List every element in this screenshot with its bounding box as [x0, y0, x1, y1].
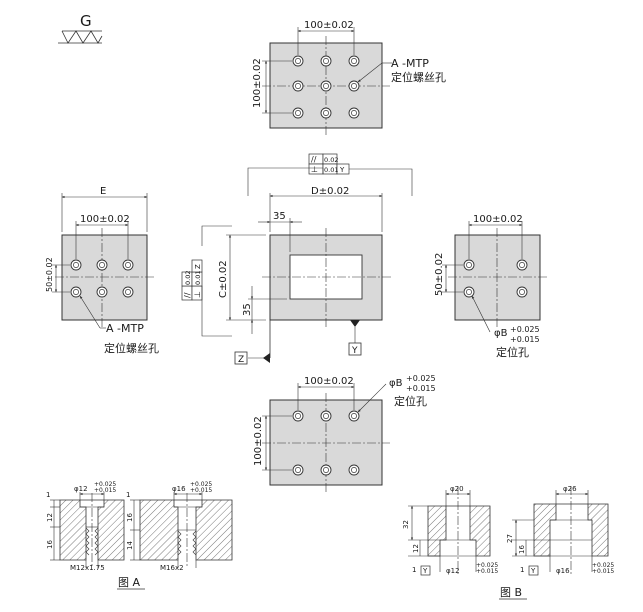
figure-b: φ20 32 12 1 Y φ12 +0.025 +0.015 [402, 485, 614, 600]
figure-a-left-thread: M12x1.75 [70, 564, 105, 572]
frame-dim-35-top: 35 [273, 211, 286, 222]
svg-text:+0.025: +0.025 [190, 481, 212, 488]
svg-text:1: 1 [46, 491, 50, 499]
svg-text:12: 12 [412, 544, 420, 553]
svg-text:12: 12 [46, 513, 54, 522]
datum-y-label: Y [351, 346, 358, 356]
svg-text:0.02: 0.02 [324, 156, 338, 164]
svg-text:Z: Z [194, 264, 202, 269]
bottom-plate-callout-b: 定位孔 [394, 394, 427, 408]
svg-text:27: 27 [506, 534, 514, 543]
left-plate-dim-v: 50±0.02 [45, 257, 54, 292]
frame-dim-c: C±0.02 [218, 260, 229, 298]
svg-text://: // [311, 155, 317, 164]
svg-text:0.02: 0.02 [184, 271, 192, 285]
top-plate-dim-h: 100±0.02 [304, 20, 354, 31]
svg-text:+0.015: +0.015 [476, 568, 498, 575]
frame-dim-d: D±0.02 [311, 186, 349, 197]
svg-text:φ12: φ12 [74, 485, 88, 493]
roughness-letter: G [80, 12, 92, 30]
svg-text:0.01: 0.01 [194, 271, 202, 285]
svg-text:0.01: 0.01 [324, 166, 338, 174]
svg-text:⊥: ⊥ [311, 165, 318, 174]
bottom-plate-dim-v: 100±0.02 [253, 416, 264, 466]
svg-text:φ26: φ26 [563, 485, 577, 493]
svg-text://: // [183, 292, 192, 298]
right-plate-holes [463, 259, 528, 298]
top-plate-holes [292, 55, 360, 119]
svg-text:16: 16 [46, 540, 54, 549]
svg-text:16: 16 [126, 513, 134, 522]
bottom-plate-tol-upper: +0.025 [406, 374, 436, 383]
figure-a-right-section: 1 16 14 φ16 +0.025 +0.015 M16x2 [126, 481, 233, 572]
svg-text:1: 1 [520, 566, 524, 574]
svg-text:φ12: φ12 [446, 567, 460, 575]
center-frame: // 0.02 ⊥ 0.01 Y D±0.02 35 C±0.02 35 [181, 153, 413, 365]
right-plate-tol-upper: +0.025 [510, 325, 540, 334]
left-plate-dim-h: 100±0.02 [80, 214, 130, 225]
left-plate-callout-b: 定位螺丝孔 [104, 341, 159, 355]
svg-text:1: 1 [412, 566, 416, 574]
right-plate: 100±0.02 50±0.02 φB +0.025 +0.015 定位孔 [434, 214, 548, 359]
svg-text:Y: Y [422, 567, 428, 575]
top-plate-dim-v: 100±0.02 [252, 58, 263, 108]
left-plate-dim-e: E [100, 186, 106, 197]
svg-text:Y: Y [530, 567, 536, 575]
frame-dim-35-left: 35 [242, 303, 253, 316]
figure-b-left-section: φ20 32 12 1 Y φ12 +0.025 +0.015 [402, 485, 498, 576]
figure-a-label: 图 A [118, 576, 140, 589]
top-plate-callout-a: A -MTP [391, 57, 429, 70]
figure-b-right-section: φ26 27 16 1 Y φ16 +0.025 +0.015 [506, 485, 614, 576]
figure-a: 1 12 16 φ12 +0.025 +0.015 M12x1.75 [46, 481, 233, 590]
figure-b-label: 图 B [500, 586, 522, 599]
svg-text:+0.015: +0.015 [190, 487, 212, 494]
left-plate-body [61, 234, 148, 321]
bottom-plate-dim-h: 100±0.02 [304, 376, 354, 387]
svg-text:φ16: φ16 [556, 567, 570, 575]
bottom-plate-callout-a: φB [389, 378, 403, 389]
left-plate-holes [70, 259, 134, 298]
svg-text:⊥: ⊥ [193, 291, 202, 298]
right-plate-tol-lower: +0.015 [510, 335, 540, 344]
svg-text:+0.025: +0.025 [476, 562, 498, 569]
left-plate: E 100±0.02 50±0.02 A -MTP 定位螺丝孔 [45, 186, 159, 355]
svg-text:Y: Y [339, 166, 345, 174]
right-plate-body [454, 234, 541, 321]
top-plate-callout-b: 定位螺丝孔 [391, 70, 446, 84]
roughness-symbol: G [58, 12, 103, 44]
svg-text:16: 16 [518, 545, 526, 554]
left-plate-callout-a: A -MTP [106, 322, 144, 335]
svg-text:+0.025: +0.025 [592, 562, 614, 569]
top-plate: 100±0.02 100±0.02 A -MTP 定位螺丝孔 [252, 20, 446, 135]
right-plate-callout-b: 定位孔 [496, 345, 529, 359]
svg-text:+0.025: +0.025 [94, 481, 116, 488]
bottom-plate-holes [292, 410, 360, 476]
right-plate-dim-v: 50±0.02 [434, 253, 445, 296]
svg-text:1: 1 [126, 491, 130, 499]
svg-text:+0.015: +0.015 [592, 568, 614, 575]
right-plate-callout-a: φB [494, 328, 508, 339]
right-plate-dim-h: 100±0.02 [473, 214, 523, 225]
figure-a-left-section: 1 12 16 φ12 +0.025 +0.015 M12x1.75 [46, 481, 125, 572]
svg-text:+0.015: +0.015 [94, 487, 116, 494]
frame-fcf-left: // 0.02 ⊥ 0.01 Z [181, 259, 203, 301]
frame-fcf-top: // 0.02 ⊥ 0.01 Y [308, 153, 350, 175]
bottom-plate: 100±0.02 100±0.02 φB +0.025 +0.015 定位孔 [253, 374, 436, 492]
svg-text:φ16: φ16 [172, 485, 186, 493]
bottom-plate-tol-lower: +0.015 [406, 384, 436, 393]
svg-text:32: 32 [402, 520, 410, 529]
svg-text:14: 14 [126, 541, 134, 550]
figure-a-right-thread: M16x2 [160, 564, 184, 572]
datum-z-label: Z [238, 355, 244, 365]
svg-text:φ20: φ20 [450, 485, 464, 493]
